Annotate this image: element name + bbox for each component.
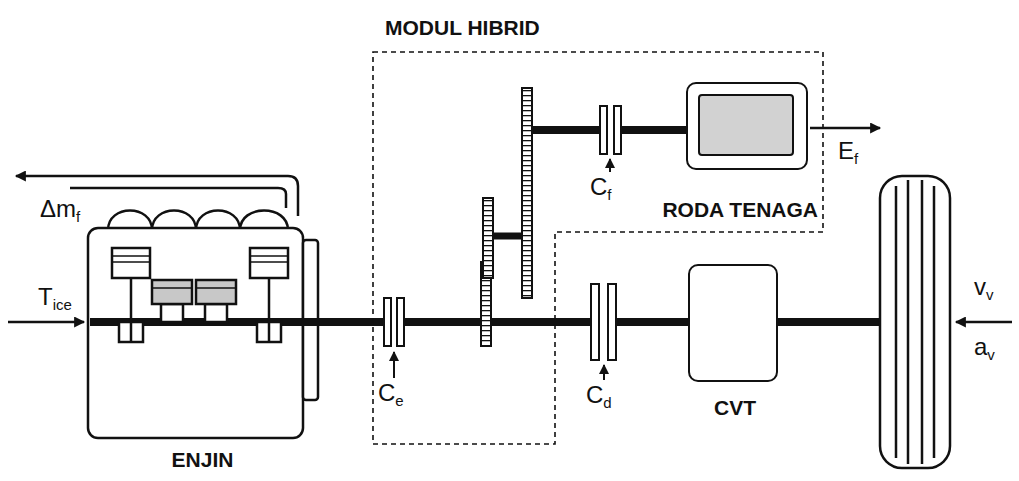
output-shaft: [778, 318, 880, 326]
energy-arrow: [810, 127, 880, 130]
flywheel-box: RODA TENAGA: [686, 82, 808, 170]
subscript: e: [395, 392, 403, 409]
node-heading: MODUL HIBRID: [385, 16, 540, 40]
shaft-gap: [607, 122, 614, 138]
piston-ring: [152, 287, 192, 289]
subscript: ice: [53, 296, 72, 313]
actuator-arrow: [393, 352, 395, 378]
piston: [112, 248, 150, 278]
velocity-label: vv: [974, 274, 994, 300]
idler-shaft: [492, 233, 524, 240]
shaft-gap: [599, 314, 608, 330]
clutch-label: Cd: [586, 382, 612, 408]
piston-ring: [112, 261, 150, 263]
engine-drawing: [16, 176, 320, 438]
dashed-boundary: [373, 52, 823, 444]
clutch-plate: [600, 106, 607, 154]
clutch-plate: [614, 106, 621, 154]
piston: [196, 280, 236, 304]
node-heading: ENJIN: [172, 448, 234, 472]
subscript: v: [986, 286, 994, 303]
gear-train: [481, 88, 532, 346]
subscript: d: [603, 394, 611, 411]
cvt-box: CVT: [688, 264, 778, 382]
crank-throw: [205, 304, 227, 322]
flywheel-rotor: [698, 94, 794, 156]
subscript: f: [76, 208, 80, 225]
tyre: [880, 176, 950, 468]
engine-body: [88, 228, 303, 438]
crank-throw: [161, 304, 183, 322]
torque-signal-label: Tice: [38, 284, 72, 310]
tyre-groove: [907, 180, 910, 464]
tyre-groove: [933, 186, 936, 458]
piston-ring: [250, 255, 288, 257]
node-heading: RODA TENAGA: [662, 198, 818, 222]
clutch-engine: [384, 298, 404, 378]
piston: [250, 248, 288, 278]
wheel-drawing: [880, 176, 950, 468]
main-shaft: [320, 318, 688, 326]
fuel-signal-label: Δmf: [40, 196, 80, 222]
engine-block: ENJIN: [85, 200, 320, 475]
node-heading: CVT: [714, 396, 756, 420]
piston-ring: [250, 261, 288, 263]
clutch-plate: [384, 298, 391, 346]
clutch-label: Ce: [378, 380, 404, 406]
exhaust-pipe: [70, 188, 286, 208]
tyre-groove: [921, 180, 924, 464]
connecting-rod: [268, 278, 271, 342]
actuator-arrow: [609, 159, 611, 172]
clutch-plate: [608, 284, 616, 360]
clutch-drive: [591, 284, 616, 380]
torque-arrow: [8, 321, 84, 324]
clutch-flywheel: [600, 106, 621, 172]
clutch-plate: [397, 298, 404, 346]
subscript: f: [607, 186, 611, 203]
actuator-arrow: [603, 365, 605, 380]
connecting-rod: [130, 278, 133, 342]
piston-ring: [196, 287, 236, 289]
acceleration-label: av: [974, 334, 995, 360]
clutch-plate: [591, 284, 599, 360]
subscript: v: [987, 346, 995, 363]
subscript: f: [854, 150, 858, 167]
energy-signal-label: Ef: [838, 138, 858, 164]
tyre-groove: [895, 186, 898, 458]
vehicle-state-arrow: [956, 321, 1012, 324]
piston-ring: [112, 255, 150, 257]
gear: [483, 198, 493, 278]
clutch-label: Cf: [590, 174, 612, 200]
gear: [522, 88, 532, 298]
piston: [152, 280, 192, 304]
